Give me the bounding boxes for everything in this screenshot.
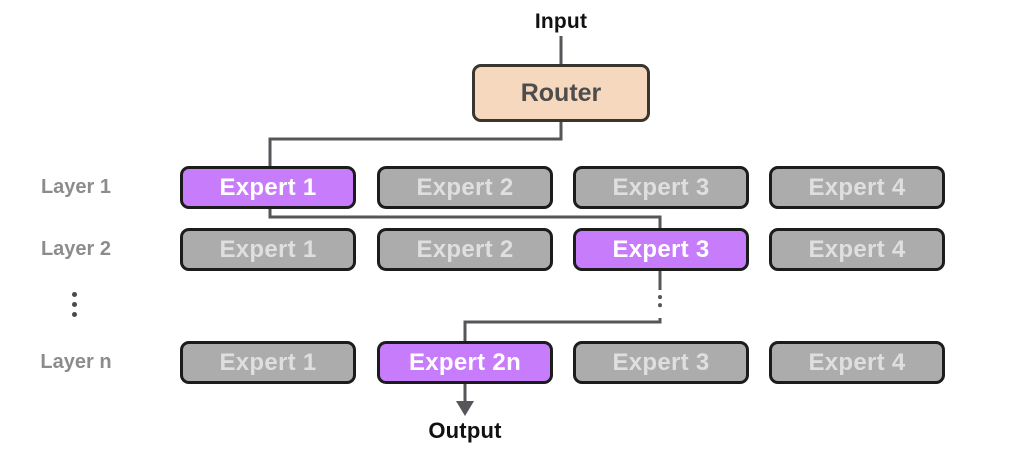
layer1-expert3-box: Expert 3 [573, 166, 749, 209]
router-label: Router [520, 78, 602, 107]
layern-expert3-box: Expert 3 [573, 341, 749, 384]
layer-n-label: Layer n [40, 351, 112, 373]
layer-2-label: Layer 2 [40, 238, 112, 260]
output-label: Output [428, 418, 502, 443]
input-label: Input [534, 10, 588, 33]
layern-expert4-box: Expert 4 [769, 341, 945, 384]
layern-expert2n-box: Expert 2n [377, 341, 553, 384]
layer1-to-layer2-wire [268, 207, 662, 229]
to-layer-n-wire [463, 318, 662, 344]
layern-expert1-box: Expert 1 [180, 341, 356, 384]
layer2-expert4-box: Expert 4 [769, 228, 945, 271]
layer1-expert1-box: Expert 1 [180, 166, 356, 209]
router-to-layer1-wire [268, 121, 563, 168]
layer1-expert2-box: Expert 2 [377, 166, 553, 209]
layer2-expert1-box: Expert 1 [180, 228, 356, 271]
router-box: Router [472, 64, 650, 122]
layers-ellipsis-icon [72, 292, 77, 317]
arrow-down-icon [456, 401, 474, 416]
layer1-expert4-box: Expert 4 [769, 166, 945, 209]
layer2-expert3-box: Expert 3 [573, 228, 749, 271]
layer2-expert2-box: Expert 2 [377, 228, 553, 271]
layer-1-label: Layer 1 [40, 176, 112, 198]
